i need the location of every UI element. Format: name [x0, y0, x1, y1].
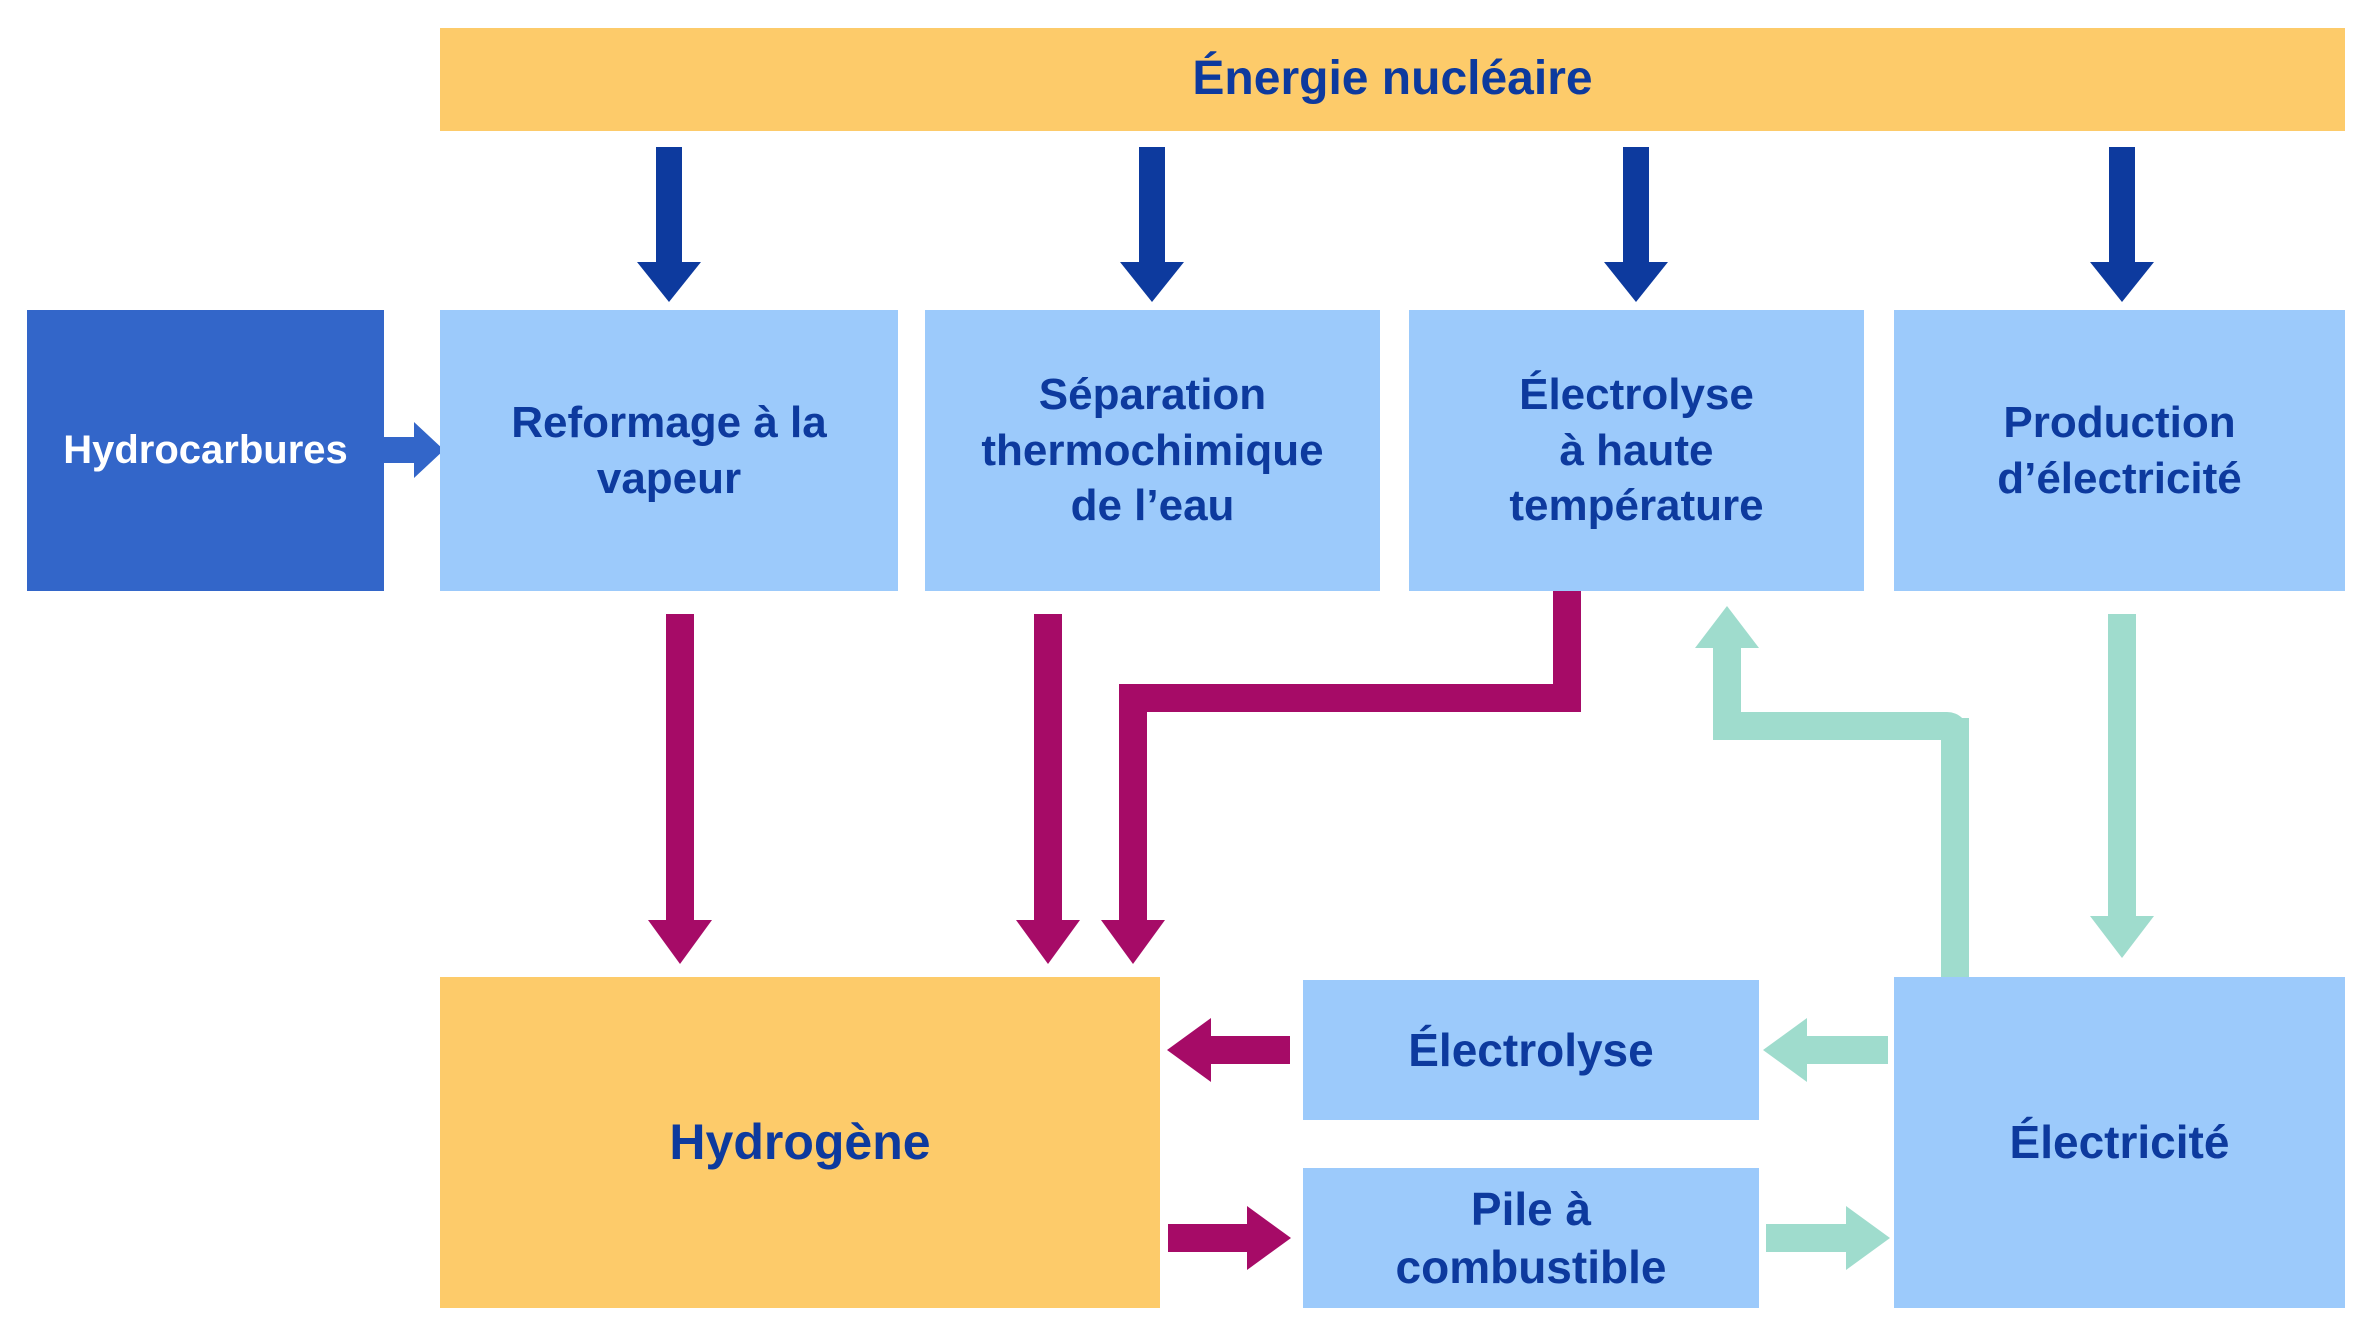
node-pile-combustible: Pile à combustible — [1303, 1168, 1759, 1308]
arrow-hydrogene-to-pile-shaft — [1168, 1224, 1247, 1252]
arrow-electricite-to-electrolyse-ht-segment-horizontal — [1713, 712, 1969, 740]
node-electrolyse-label: Électrolyse — [1408, 1023, 1654, 1076]
node-energie-nucleaire-label: Énergie nucléaire — [1192, 52, 1593, 106]
node-production-electricite-label: Production d’électricité — [1997, 397, 2242, 503]
node-electricite-label: Électricité — [2009, 1116, 2230, 1169]
node-production-electricite: Production d’électricité — [1894, 310, 2345, 591]
node-hydrogene: Hydrogène — [440, 977, 1160, 1308]
arrow-electricite-to-electrolyse-ht-head — [1695, 606, 1759, 648]
node-reformage-vapeur-label: Reformage à la vapeur — [511, 397, 827, 503]
arrow-production-to-electricite-head — [2090, 916, 2154, 958]
node-electricite: Électricité — [1894, 977, 2345, 1308]
arrow-nuclear-to-separation-shaft — [1139, 147, 1165, 264]
arrow-electrolyse-ht-to-hydrogene-segment-horizontal — [1119, 684, 1581, 712]
arrow-hydrocarbures-to-reformage-head — [414, 422, 444, 478]
arrow-nuclear-to-electrolyse-ht-shaft — [1623, 147, 1649, 264]
arrow-electrolyse-to-hydrogene-head — [1167, 1018, 1211, 1082]
arrow-electrolyse-ht-to-hydrogene-head — [1101, 920, 1165, 964]
arrow-separation-to-hydrogene-shaft — [1034, 614, 1062, 920]
arrow-nuclear-to-production-head — [2090, 262, 2154, 302]
arrow-electricite-to-electrolyse-ht-segment-down — [1941, 718, 1969, 977]
node-electrolyse: Électrolyse — [1303, 980, 1759, 1120]
arrow-electrolyse-to-hydrogene-shaft — [1211, 1036, 1290, 1064]
node-electrolyse-haute-temperature: Électrolyse à haute température — [1409, 310, 1864, 591]
arrow-hydrogene-to-pile-head — [1247, 1206, 1291, 1270]
node-energie-nucleaire: Énergie nucléaire — [440, 28, 2345, 131]
arrow-nuclear-to-reformage-head — [637, 262, 701, 302]
arrow-reformage-to-hydrogene-shaft — [666, 614, 694, 920]
node-reformage-vapeur: Reformage à la vapeur — [440, 310, 898, 591]
node-pile-combustible-label: Pile à combustible — [1395, 1182, 1667, 1293]
arrow-nuclear-to-electrolyse-ht-head — [1604, 262, 1668, 302]
node-electrolyse-haute-temperature-label: Électrolyse à haute température — [1509, 369, 1764, 531]
arrow-pile-to-electricite-shaft — [1766, 1224, 1846, 1252]
arrow-production-to-electricite-shaft — [2108, 614, 2136, 916]
node-separation-thermochimique: Séparation thermochimique de l’eau — [925, 310, 1380, 591]
arrow-reformage-to-hydrogene-head — [648, 920, 712, 964]
arrow-nuclear-to-reformage-shaft — [656, 147, 682, 264]
arrow-electricite-to-electrolyse-shaft — [1807, 1036, 1888, 1064]
node-hydrogene-label: Hydrogène — [669, 1113, 931, 1170]
arrow-hydrocarbures-to-reformage-shaft — [384, 437, 414, 463]
arrow-electrolyse-ht-to-hydrogene-segment-down2 — [1119, 684, 1147, 920]
arrow-pile-to-electricite-head — [1846, 1206, 1890, 1270]
arrow-separation-to-hydrogene-head — [1016, 920, 1080, 964]
node-hydrocarbures-label: Hydrocarbures — [63, 428, 348, 473]
arrow-nuclear-to-production-shaft — [2109, 147, 2135, 264]
node-hydrocarbures: Hydrocarbures — [27, 310, 384, 591]
arrow-electricite-to-electrolyse-head — [1763, 1018, 1807, 1082]
node-separation-thermochimique-label: Séparation thermochimique de l’eau — [981, 369, 1324, 531]
arrow-nuclear-to-separation-head — [1120, 262, 1184, 302]
